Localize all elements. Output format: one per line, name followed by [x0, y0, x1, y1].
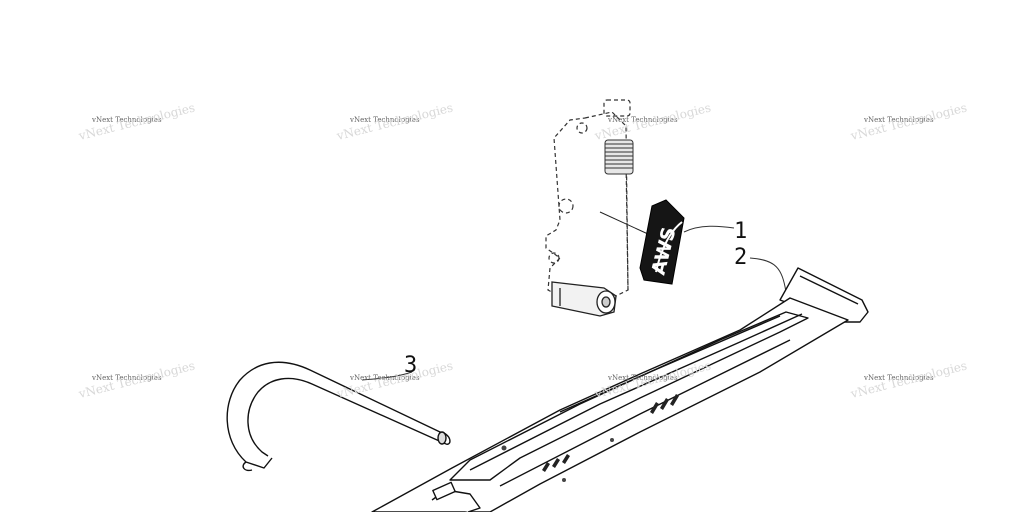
watermark-text: vNext Technologies: [607, 374, 678, 382]
decal-leader: [599, 211, 649, 235]
watermark-text: vNext Technologies: [863, 374, 934, 382]
ski-slots: [542, 394, 679, 472]
watermark-text: vNext Technologies: [91, 116, 162, 124]
watermark-text: vNext Technologies: [349, 116, 420, 124]
callout-leaders: [361, 225, 787, 381]
watermark-text: vNext Technologies: [607, 116, 678, 124]
callout-2: 2: [734, 245, 747, 270]
ski-holes: [501, 438, 614, 482]
spindle-outline: [545, 99, 631, 303]
aws-decal: AWS: [639, 199, 685, 285]
spindle-bushing: [551, 281, 617, 317]
callout-3: 3: [404, 353, 417, 378]
spindle-threads: [604, 139, 634, 175]
watermark-text: vNext Technologies: [349, 374, 420, 382]
ski-loop-handle: [226, 361, 451, 472]
ski: [371, 267, 869, 512]
watermark-ghosts: vNext Technologies vNext Technologies vN…: [76, 100, 968, 401]
watermarks: vNext Technologies vNext Technologies vN…: [91, 116, 934, 382]
watermark-text: vNext Technologies: [863, 116, 934, 124]
watermark-text: vNext Technologies: [91, 374, 162, 382]
callout-1: 1: [734, 219, 747, 244]
